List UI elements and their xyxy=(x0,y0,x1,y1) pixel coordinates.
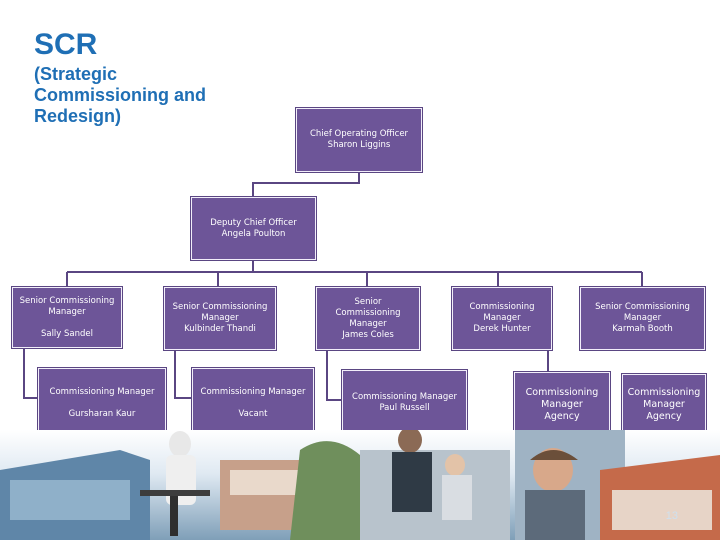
node-role: Commissioning Manager xyxy=(627,387,701,410)
node-name: Sharon Liggins xyxy=(327,140,391,150)
node-role: Commissioning Manager xyxy=(49,386,155,397)
connector-coo-dco xyxy=(252,172,360,197)
subtitle-line-3: Redesign) xyxy=(34,106,122,126)
subtitle-line-2: Commissioning and xyxy=(34,85,207,105)
node-role: Senior Commissioning Manager xyxy=(19,295,115,317)
node-name: Karmah Booth xyxy=(612,324,673,334)
node-role: Senior Commissioning Manager xyxy=(172,302,268,323)
subtitle-line-1: (Strategic xyxy=(34,64,118,84)
org-node-report-4: Commissioning Manager Agency xyxy=(513,371,611,439)
org-node-dco: Deputy Chief Officer Angela Poulton xyxy=(190,196,317,261)
connector-m1-r1 xyxy=(23,348,38,399)
org-node-report-1: Commissioning Manager Gursharan Kaur xyxy=(37,367,167,439)
page-subtitle: (Strategic Commissioning and Redesign) xyxy=(34,64,206,127)
connector-m2-r2 xyxy=(174,350,192,399)
node-role: Senior Commissioning Manager xyxy=(335,296,401,329)
org-node-report-2: Commissioning Manager Vacant xyxy=(191,367,315,439)
node-name: Kulbinder Thandi xyxy=(184,324,256,334)
node-name: Agency xyxy=(646,411,682,422)
connector-m3-r3 xyxy=(326,350,342,401)
org-node-manager-4: Commissioning Manager Derek Hunter xyxy=(451,286,553,351)
org-node-manager-5: Senior Commissioning Manager Karmah Boot… xyxy=(579,286,706,351)
node-name: Agency xyxy=(544,411,580,422)
photo-collage-illustration xyxy=(0,430,720,540)
node-role: Commissioning Manager xyxy=(352,392,457,402)
node-role: Commissioning Manager xyxy=(525,387,599,410)
photo-collage xyxy=(0,430,720,540)
node-name: Angela Poulton xyxy=(221,228,286,239)
org-node-report-3: Commissioning Manager Paul Russell xyxy=(341,369,468,437)
node-role: Commissioning Manager xyxy=(469,302,535,323)
node-name: Gursharan Kaur xyxy=(68,408,136,419)
node-name: James Coles xyxy=(342,329,394,340)
node-name: Derek Hunter xyxy=(473,324,531,334)
org-node-manager-3: Senior Commissioning Manager James Coles xyxy=(315,286,421,351)
org-node-manager-1: Senior Commissioning Manager Sally Sande… xyxy=(11,286,123,349)
page-title: SCR xyxy=(34,28,98,61)
node-role: Commissioning Manager xyxy=(200,386,306,397)
node-role: Senior Commissioning Manager xyxy=(595,302,690,323)
org-node-coo: Chief Operating Officer Sharon Liggins xyxy=(295,107,423,173)
node-name: Sally Sandel xyxy=(40,328,94,339)
node-name: Paul Russell xyxy=(379,403,430,413)
node-role: Chief Operating Officer xyxy=(309,129,409,139)
node-role: Deputy Chief Officer xyxy=(210,217,297,228)
org-node-manager-2: Senior Commissioning Manager Kulbinder T… xyxy=(163,286,277,351)
org-node-report-5: Commissioning Manager Agency xyxy=(621,373,707,437)
page-number: 13 xyxy=(665,510,678,522)
node-name: Vacant xyxy=(238,408,268,419)
